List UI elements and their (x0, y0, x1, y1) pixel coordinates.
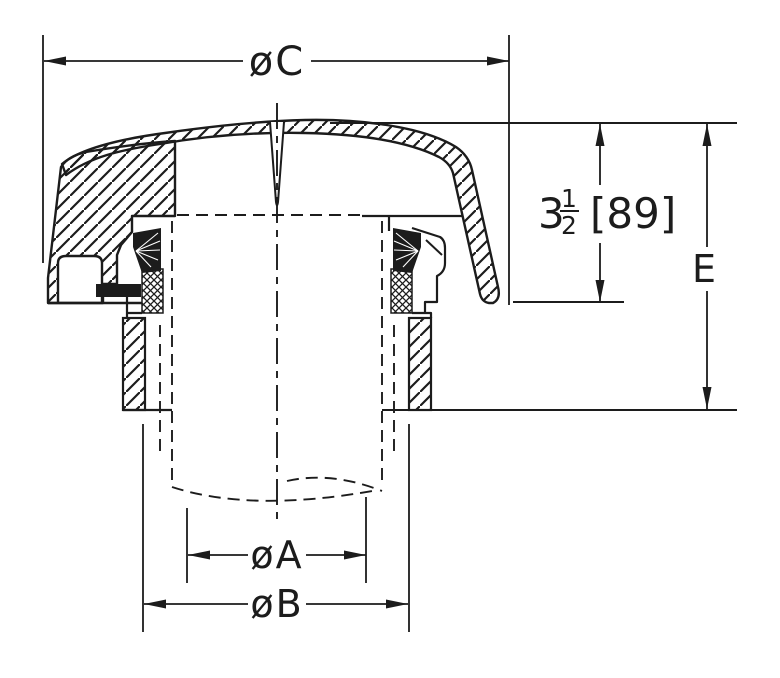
hidden-lines (159, 214, 395, 502)
arrow-left-icon (144, 599, 166, 609)
inner-shelf-right (362, 214, 463, 231)
arrow-right-icon (487, 56, 509, 66)
seal-wedge-right-texture (393, 232, 419, 268)
seal-assembly (96, 228, 421, 314)
dia-b-label: øB (250, 582, 303, 626)
dimension-cap-height (595, 124, 605, 302)
lug-right-hatch-tick (425, 239, 443, 256)
thread-insert-right (390, 268, 413, 314)
cap-height-whole: 3 (538, 189, 565, 238)
gasket-bar (96, 284, 141, 297)
bore-bottom-arc-upper (286, 476, 383, 492)
dimension-height-e (702, 124, 712, 409)
dimension-dia-a (186, 497, 367, 583)
arrow-down-icon (595, 280, 605, 302)
dia-c-label: øC (249, 39, 305, 85)
reference-lines (330, 122, 737, 411)
cap-height-label: 3 1 2 [89] (538, 184, 676, 240)
arrow-down-icon (702, 387, 712, 409)
cap-body (46, 118, 501, 305)
seal-wedge-left-texture (135, 232, 161, 268)
step-left (125, 297, 142, 318)
height-e-label: E (692, 247, 716, 291)
dia-a-label: øA (250, 533, 303, 577)
arrow-left-icon (188, 550, 210, 560)
cap-shell-band (60, 118, 501, 305)
neck-wall-right (407, 316, 433, 412)
cap-height-metric: [89] (590, 189, 676, 238)
dimension-dia-c (42, 35, 510, 305)
thread-insert-left (141, 268, 164, 314)
internal-edges (125, 214, 463, 318)
cap-height-numerator: 1 (561, 184, 577, 213)
arrow-up-icon (702, 124, 712, 146)
filler-neck (121, 316, 433, 412)
cap-left-section (46, 139, 177, 305)
arrow-left-icon (44, 56, 66, 66)
arrow-right-icon (344, 550, 366, 560)
lug-right (411, 226, 447, 318)
arrow-right-icon (386, 599, 408, 609)
arrow-up-icon (595, 124, 605, 146)
dimension-dia-b (142, 424, 410, 632)
cap-height-denominator: 2 (561, 211, 577, 240)
bore-bottom-arc (171, 486, 379, 502)
neck-wall-left (121, 316, 147, 412)
